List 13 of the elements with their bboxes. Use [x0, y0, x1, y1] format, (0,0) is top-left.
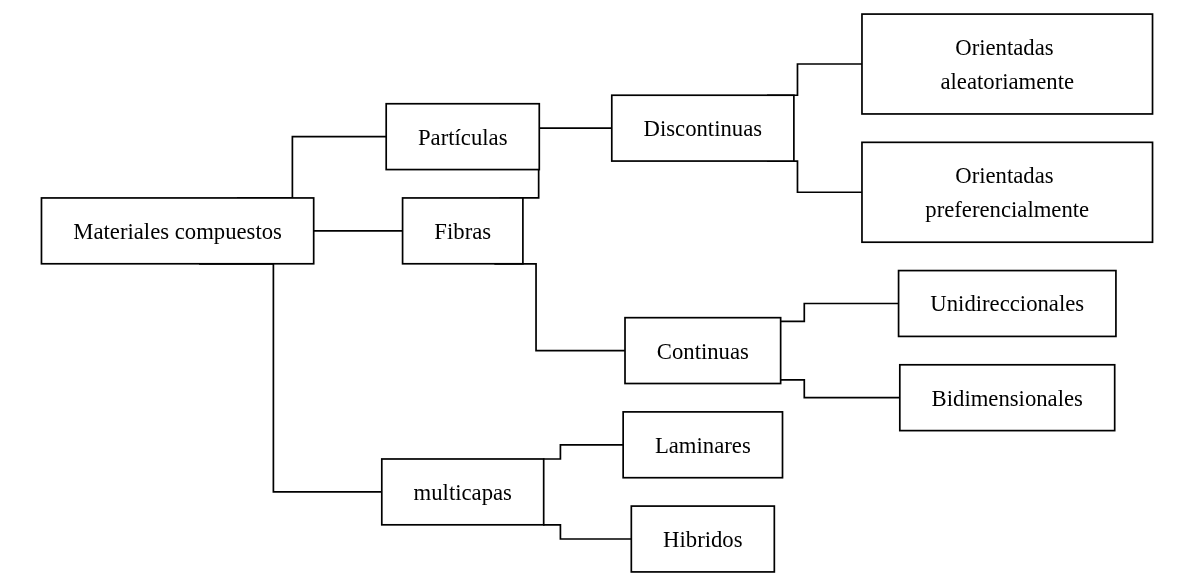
- node-box: Orientadas preferencialmente: [861, 141, 1154, 244]
- node-box: Partículas: [385, 102, 541, 171]
- connector: [542, 443, 624, 460]
- node-box: Materiales compuestos: [40, 197, 315, 265]
- node-box: Laminares: [622, 411, 784, 479]
- node-box: multicapas: [380, 458, 545, 526]
- node-box: Discontinuas: [610, 94, 795, 162]
- node-box: Orientadas aleatoriamente: [861, 13, 1154, 115]
- node-box: Fibras: [401, 197, 524, 265]
- node-box: Hibridos: [630, 505, 776, 573]
- node-box: Bidimensionales: [898, 363, 1116, 432]
- node-box: Continuas: [624, 316, 782, 385]
- node-box: Unidireccionales: [897, 269, 1117, 338]
